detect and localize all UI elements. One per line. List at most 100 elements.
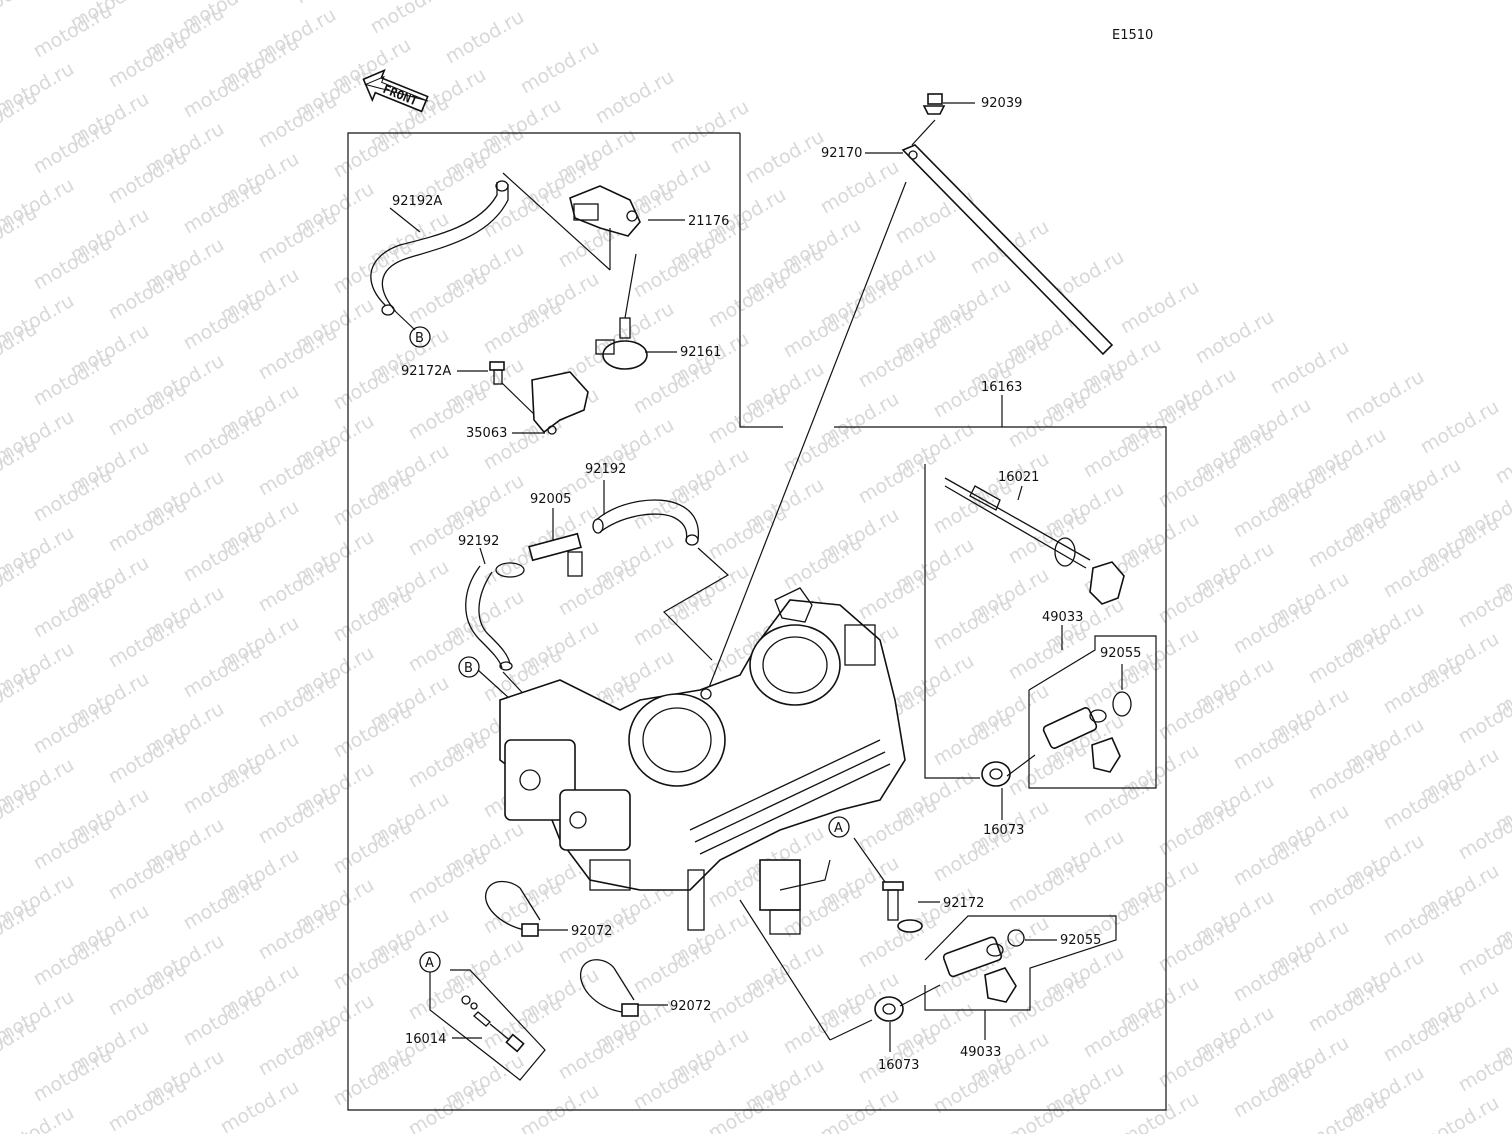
watermark-text: motod.ru — [592, 66, 678, 129]
watermark-text: motod.ru — [1155, 798, 1241, 861]
watermark-text: motod.ru — [1080, 652, 1166, 715]
watermark-text: motod.ru — [705, 966, 791, 1029]
watermark-text: motod.ru — [30, 232, 116, 295]
watermark-text: motod.ru — [1155, 450, 1241, 513]
sensor-21176 — [569, 185, 641, 237]
watermark-text: motod.ru — [30, 464, 116, 527]
watermark-text: motod.ru — [330, 700, 416, 763]
callout-49033-upper: 49033 — [1042, 610, 1083, 625]
watermark-text: motod.ru — [817, 156, 903, 219]
watermark-text: motod.ru — [30, 0, 116, 62]
watermark-text: motod.ru — [255, 670, 341, 733]
watermark-text: motod.ru — [630, 588, 716, 651]
watermark-text: motod.ru — [105, 146, 191, 209]
watermark-text: motod.ru — [180, 408, 266, 471]
watermark-text: motod.ru — [1080, 420, 1166, 483]
watermark-text: motod.ru — [1192, 306, 1278, 369]
watermark-text: motod.ru — [1080, 1000, 1166, 1063]
watermark-text: motod.ru — [855, 330, 941, 393]
svg-text:A: A — [425, 956, 434, 971]
watermark-text: motod.ru — [780, 996, 866, 1059]
callout-21176: 21176 — [688, 214, 729, 229]
callout-92192A: 92192A — [392, 194, 442, 209]
watermark-text: motod.ru — [405, 1078, 491, 1134]
watermark-text: motod.ru — [180, 60, 266, 123]
watermark-text: motod.ru — [105, 726, 191, 789]
watermark-text: motod.ru — [105, 378, 191, 441]
nozzle-92161 — [595, 317, 648, 370]
watermark-text: motod.ru — [817, 1084, 903, 1134]
hose-92192-upper — [595, 499, 700, 541]
watermark-text: motod.ru — [255, 206, 341, 269]
watermark-text: motod.ru — [0, 1102, 78, 1134]
watermark-text: motod.ru — [330, 584, 416, 647]
watermark-text: motod.ru — [255, 322, 341, 385]
watermark-text: motod.ru — [930, 476, 1016, 539]
diagram-frame-top — [739, 133, 783, 428]
watermark-text: motod.ru — [405, 614, 491, 677]
callout-49033-lower: 49033 — [960, 1045, 1001, 1060]
watermark-text: motod.ru — [30, 696, 116, 759]
watermark-text: motod.ru — [1417, 396, 1503, 459]
watermark-text: motod.ru — [255, 1018, 341, 1081]
watermark-text: motod.ru — [705, 386, 791, 449]
diagram-frame — [347, 132, 1167, 1111]
watermark-text: motod.ru — [180, 756, 266, 819]
watermark-text: motod.ru — [105, 262, 191, 325]
watermark-text: motod.ru — [1005, 390, 1091, 453]
watermark-text: motod.ru — [180, 292, 266, 355]
watermark-text: motod.ru — [1305, 974, 1391, 1037]
watermark-text: motod.ru — [1005, 506, 1091, 569]
callout-92005: 92005 — [530, 492, 571, 507]
svg-text:A: A — [834, 821, 843, 836]
watermark-text: motod.ru — [705, 1082, 791, 1134]
watermark-text: motod.ru — [1305, 742, 1391, 805]
callout-16021: 16021 — [998, 470, 1039, 485]
watermark-text: motod.ru — [1380, 1004, 1466, 1067]
watermark-text: motod.ru — [1492, 426, 1512, 489]
watermark-text: motod.ru — [780, 300, 866, 363]
watermark-text: motod.ru — [855, 446, 941, 509]
watermark-text: motod.ru — [1380, 656, 1466, 719]
watermark-text: motod.ru — [105, 30, 191, 93]
watermark-text: motod.ru — [1117, 1088, 1203, 1134]
watermark-text: motod.ru — [1380, 540, 1466, 603]
watermark-text: motod.ru — [1155, 682, 1241, 745]
watermark-text: motod.ru — [630, 472, 716, 535]
callout-92055-lower: 92055 — [1060, 933, 1101, 948]
watermark-text: motod.ru — [330, 468, 416, 531]
watermark-text: motod.ru — [855, 562, 941, 625]
ref-a-body: A — [828, 816, 850, 838]
watermark-text: motod.ru — [1005, 622, 1091, 685]
watermark-text: motod.ru — [405, 498, 491, 561]
callout-92072-lower: 92072 — [670, 999, 711, 1014]
watermark-text: motod.ru — [330, 1048, 416, 1111]
watermark-text: motod.ru — [30, 928, 116, 991]
callout-92172: 92172 — [943, 896, 984, 911]
watermark-text: motod.ru — [255, 786, 341, 849]
watermark-text: motod.ru — [405, 846, 491, 909]
callout-92161: 92161 — [680, 345, 721, 360]
watermark-text: motod.ru — [1005, 854, 1091, 917]
watermark-text: motod.ru — [1305, 510, 1391, 573]
watermark-text: motod.ru — [105, 958, 191, 1021]
oring-92055-lower — [1007, 929, 1025, 947]
svg-text:B: B — [415, 331, 424, 346]
watermark-text: motod.ru — [517, 1080, 603, 1134]
watermark-text: motod.ru — [1230, 944, 1316, 1007]
seal-16073-upper — [981, 761, 1011, 787]
watermark-text: motod.ru — [1155, 1030, 1241, 1093]
callout-92170: 92170 — [821, 146, 862, 161]
watermark-text: motod.ru — [105, 610, 191, 673]
clamp-92072-lower — [579, 959, 639, 1017]
hose-92192-lower — [465, 565, 503, 669]
watermark-text: motod.ru — [1380, 772, 1466, 835]
watermark-text: motod.ru — [1305, 1090, 1391, 1134]
watermark-text: motod.ru — [105, 842, 191, 905]
callout-92172A: 92172A — [401, 364, 451, 379]
watermark-text: motod.ru — [480, 296, 566, 359]
watermark-text: motod.ru — [405, 962, 491, 1025]
watermark-text: motod.ru — [630, 356, 716, 419]
watermark-text: motod.ru — [1117, 276, 1203, 339]
